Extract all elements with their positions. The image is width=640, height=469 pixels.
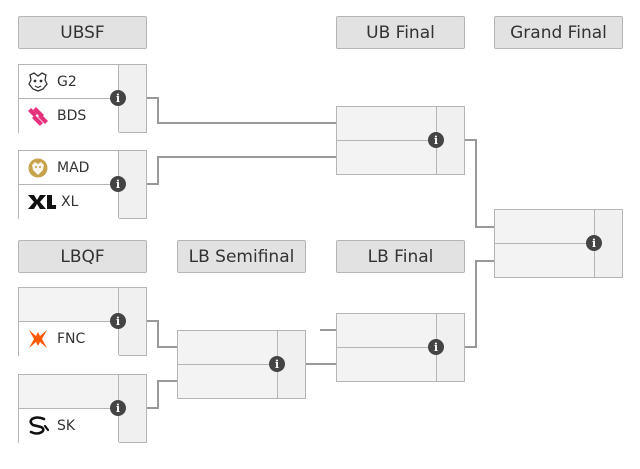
- team-slot-empty[interactable]: [337, 107, 437, 141]
- match-grand-final[interactable]: i: [494, 209, 623, 278]
- bds-logo-icon: [27, 105, 49, 127]
- match-info-icon[interactable]: i: [269, 356, 285, 372]
- match-info-icon[interactable]: i: [110, 90, 126, 106]
- g2-logo-icon: [27, 71, 49, 93]
- team-slot[interactable]: BDS: [19, 99, 119, 133]
- fnatic-logo-icon: [27, 328, 49, 350]
- team-name: G2: [57, 73, 77, 90]
- team-name: BDS: [57, 108, 87, 124]
- match-info-icon[interactable]: i: [586, 235, 602, 251]
- team-name: FNC: [57, 331, 86, 347]
- team-slot[interactable]: FNC: [19, 322, 119, 356]
- match-lb-semifinal[interactable]: i: [177, 330, 306, 399]
- team-name: SK: [57, 418, 76, 434]
- header-lbqf: LBQF: [18, 240, 147, 273]
- header-lb-semifinal: LB Semifinal: [177, 240, 306, 273]
- match-lbqf-2[interactable]: SK i: [18, 374, 147, 443]
- team-slot-empty[interactable]: [19, 375, 119, 409]
- match-ubsf-2[interactable]: MAD XL i: [18, 150, 147, 219]
- header-ubsf: UBSF: [18, 16, 147, 49]
- match-info-icon[interactable]: i: [110, 313, 126, 329]
- team-slot-empty[interactable]: [337, 314, 437, 348]
- mad-lions-logo-icon: [27, 157, 49, 179]
- match-lbqf-1[interactable]: FNC i: [18, 287, 147, 356]
- team-slot-empty[interactable]: [178, 331, 278, 365]
- team-slot-empty[interactable]: [495, 210, 595, 244]
- team-slot[interactable]: SK: [19, 409, 119, 443]
- team-slot[interactable]: G2: [19, 65, 119, 99]
- team-slot-empty[interactable]: [337, 141, 437, 175]
- match-info-icon[interactable]: i: [110, 176, 126, 192]
- match-ubsf-1[interactable]: G2 BDS i: [18, 64, 147, 133]
- excel-logo-icon: [27, 191, 57, 213]
- team-name: MAD: [57, 159, 90, 176]
- header-ub-final: UB Final: [336, 16, 465, 49]
- header-lb-final: LB Final: [336, 240, 465, 273]
- team-slot-empty[interactable]: [337, 348, 437, 382]
- match-ub-final[interactable]: i: [336, 106, 465, 175]
- team-slot[interactable]: MAD: [19, 151, 119, 185]
- team-slot-empty[interactable]: [178, 365, 278, 399]
- header-grand-final: Grand Final: [494, 16, 623, 49]
- team-slot-empty[interactable]: [495, 244, 595, 278]
- match-info-icon[interactable]: i: [428, 132, 444, 148]
- match-info-icon[interactable]: i: [110, 400, 126, 416]
- team-slot[interactable]: XL: [19, 185, 119, 219]
- team-slot-empty[interactable]: [19, 288, 119, 322]
- team-name: XL: [61, 194, 79, 210]
- match-lb-final[interactable]: i: [336, 313, 465, 382]
- sk-gaming-logo-icon: [27, 415, 49, 437]
- match-info-icon[interactable]: i: [428, 339, 444, 355]
